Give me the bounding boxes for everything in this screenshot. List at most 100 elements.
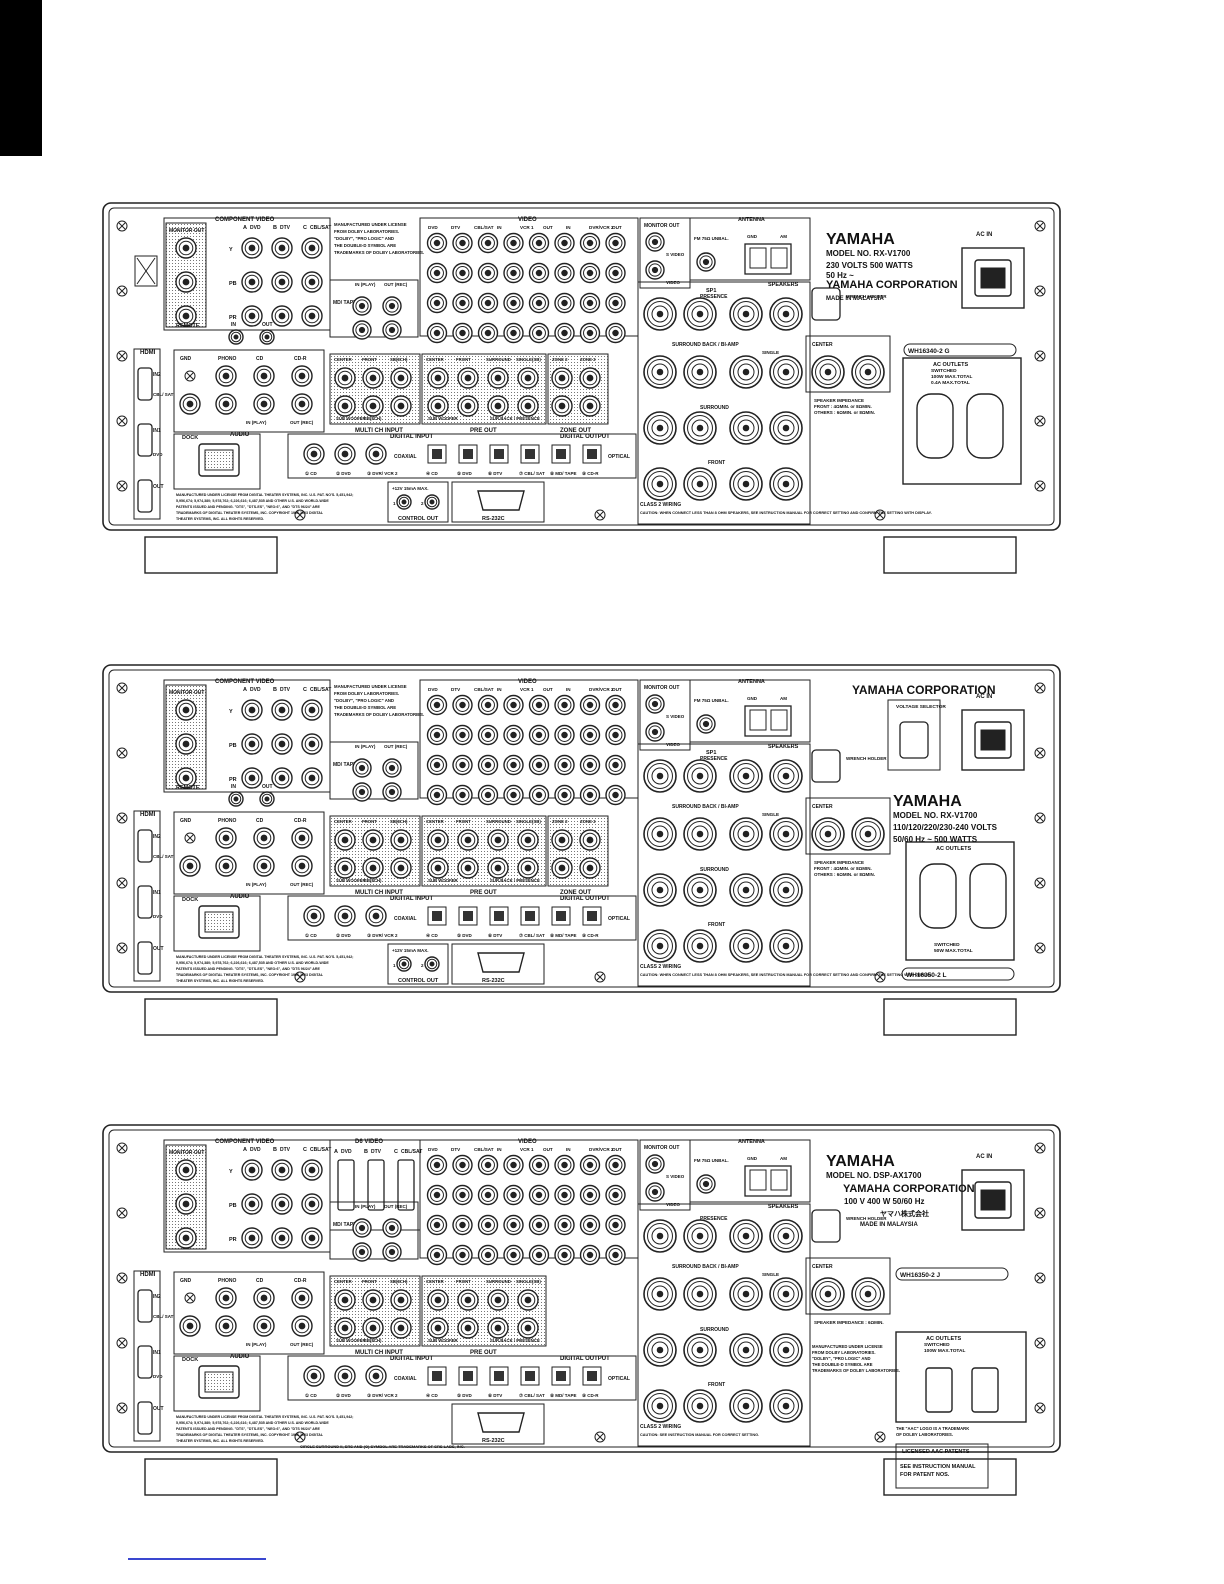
audio-jack[interactable] — [215, 855, 237, 877]
component-monitor-jack[interactable] — [175, 1227, 197, 1249]
am-terminal[interactable] — [744, 243, 792, 275]
speaker-post[interactable] — [729, 297, 763, 331]
audio-jack[interactable] — [291, 393, 313, 415]
ac-outlet[interactable] — [969, 863, 1007, 929]
md-tape-jack[interactable] — [382, 320, 402, 340]
video-jack[interactable] — [605, 1154, 626, 1176]
dock-connector[interactable] — [198, 443, 240, 477]
ac-in-socket[interactable] — [974, 721, 1012, 759]
speaker-post[interactable] — [643, 297, 677, 331]
ac-outlet[interactable] — [925, 1367, 953, 1413]
video-jack[interactable] — [554, 694, 575, 716]
speaker-post[interactable] — [643, 817, 677, 851]
component-input-jack[interactable] — [271, 305, 293, 327]
component-input-jack[interactable] — [301, 1193, 323, 1215]
video-jack[interactable] — [605, 1214, 626, 1236]
video-jack[interactable] — [477, 1184, 499, 1206]
s-video-jack[interactable] — [645, 694, 665, 714]
zone-out-jack[interactable] — [579, 367, 601, 389]
video-jack[interactable] — [503, 724, 524, 746]
video-jack[interactable] — [579, 292, 601, 314]
audio-jack[interactable] — [291, 827, 313, 849]
component-monitor-jack[interactable] — [175, 1159, 197, 1181]
md-tape-jack[interactable] — [382, 782, 402, 802]
video-jack[interactable] — [426, 262, 448, 284]
speaker-post[interactable] — [643, 759, 677, 793]
video-jack[interactable] — [452, 754, 473, 776]
video-jack[interactable] — [452, 1214, 473, 1236]
ac-outlet[interactable] — [971, 1367, 999, 1413]
speaker-post[interactable] — [683, 297, 717, 331]
am-terminal[interactable] — [744, 705, 792, 737]
remote-in-jack[interactable] — [228, 791, 244, 807]
multi-ch-jack[interactable] — [334, 1289, 356, 1311]
pre-out-jack[interactable] — [427, 1289, 449, 1311]
pre-out-jack[interactable] — [517, 395, 539, 417]
multi-ch-jack[interactable] — [334, 829, 356, 851]
component-input-jack[interactable] — [301, 305, 323, 327]
optical-input[interactable] — [489, 444, 509, 464]
coaxial-jack[interactable] — [365, 443, 387, 465]
audio-jack[interactable] — [253, 1287, 275, 1309]
pre-out-jack[interactable] — [427, 829, 449, 851]
multi-ch-jack[interactable] — [362, 1317, 384, 1339]
audio-jack[interactable] — [253, 1315, 275, 1337]
pre-out-jack[interactable] — [487, 829, 509, 851]
coaxial-jack[interactable] — [365, 905, 387, 927]
video-jack[interactable] — [579, 1244, 601, 1266]
center-speaker-post[interactable] — [851, 355, 885, 389]
control-out-jack[interactable] — [396, 494, 412, 510]
speaker-post[interactable] — [683, 1333, 717, 1367]
video-jack[interactable] — [579, 754, 601, 776]
speaker-post[interactable] — [683, 759, 717, 793]
md-tape-jack[interactable] — [382, 1242, 402, 1262]
video-jack[interactable] — [554, 724, 575, 746]
video-jack[interactable] — [579, 232, 601, 254]
hdmi-port[interactable] — [137, 1289, 153, 1323]
video-jack[interactable] — [579, 694, 601, 716]
speaker-post[interactable] — [729, 1333, 763, 1367]
video-jack[interactable] — [528, 1184, 550, 1206]
pre-out-jack[interactable] — [517, 1289, 539, 1311]
video-jack[interactable] — [554, 754, 575, 776]
audio-jack[interactable] — [253, 855, 275, 877]
multi-ch-jack[interactable] — [334, 395, 356, 417]
audio-jack[interactable] — [215, 827, 237, 849]
video-jack[interactable] — [528, 1244, 550, 1266]
speaker-post[interactable] — [643, 929, 677, 963]
video-jack[interactable] — [426, 292, 448, 314]
rs232c-port[interactable] — [477, 490, 525, 511]
center-speaker-post[interactable] — [811, 355, 845, 389]
md-tape-jack[interactable] — [352, 782, 372, 802]
video-jack[interactable] — [503, 1184, 524, 1206]
speaker-post[interactable] — [729, 1219, 763, 1253]
speaker-post[interactable] — [643, 355, 677, 389]
fm-antenna-jack[interactable] — [696, 252, 716, 272]
speaker-post[interactable] — [643, 467, 677, 501]
pre-out-jack[interactable] — [517, 1317, 539, 1339]
speaker-post[interactable] — [769, 873, 803, 907]
video-jack[interactable] — [477, 1154, 499, 1176]
md-tape-jack[interactable] — [352, 1242, 372, 1262]
ac-outlet[interactable] — [916, 393, 954, 459]
hdmi-port[interactable] — [137, 423, 153, 457]
md-tape-jack[interactable] — [382, 296, 402, 316]
component-input-jack[interactable] — [241, 699, 263, 721]
video-out-jack[interactable] — [645, 260, 665, 280]
video-jack[interactable] — [426, 1184, 448, 1206]
center-speaker-post[interactable] — [811, 817, 845, 851]
component-input-jack[interactable] — [271, 733, 293, 755]
multi-ch-jack[interactable] — [390, 395, 412, 417]
video-jack[interactable] — [554, 292, 575, 314]
video-jack[interactable] — [605, 784, 626, 806]
component-input-jack[interactable] — [241, 733, 263, 755]
component-input-jack[interactable] — [271, 699, 293, 721]
multi-ch-jack[interactable] — [362, 857, 384, 879]
audio-jack[interactable] — [253, 827, 275, 849]
video-jack[interactable] — [579, 1154, 601, 1176]
speaker-post[interactable] — [769, 1389, 803, 1423]
dock-connector[interactable] — [198, 905, 240, 939]
pre-out-jack[interactable] — [487, 395, 509, 417]
video-jack[interactable] — [503, 694, 524, 716]
video-jack[interactable] — [503, 322, 524, 344]
